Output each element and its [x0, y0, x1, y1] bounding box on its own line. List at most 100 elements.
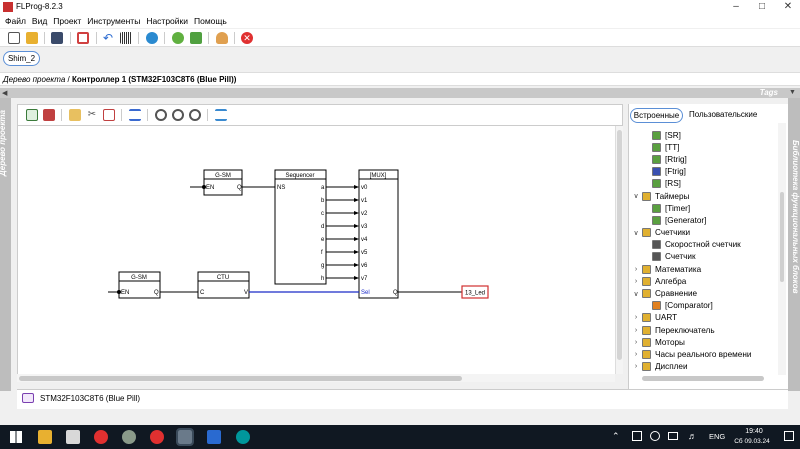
menu-tools[interactable]: Инструменты	[87, 16, 141, 26]
yandex-browser-icon[interactable]	[94, 430, 108, 444]
diagram-canvas[interactable]: G-SM EN Q G-SM EN Q CTU C V Sequencer NS…	[17, 126, 615, 374]
library-item[interactable]: [RS]	[632, 178, 778, 190]
sequencer-title: Sequencer	[285, 173, 314, 179]
folder-icon	[642, 191, 651, 201]
start-icon[interactable]	[10, 431, 22, 443]
calculator-icon[interactable]	[66, 430, 80, 444]
menu-help[interactable]: Помощь	[194, 16, 227, 26]
save-icon[interactable]	[51, 32, 63, 44]
menu-settings[interactable]: Настройки	[146, 16, 188, 26]
library-item[interactable]: ›Дисплеи	[632, 361, 778, 373]
arduino-icon[interactable]	[236, 430, 250, 444]
chevron-right-icon[interactable]: ›	[634, 265, 638, 273]
chevron-right-icon[interactable]: ›	[634, 338, 638, 346]
network-icon[interactable]	[668, 432, 678, 440]
board-icon[interactable]	[77, 32, 89, 44]
connect-icon[interactable]	[129, 109, 141, 121]
zoom-in-icon[interactable]	[172, 109, 184, 121]
chevron-right-icon[interactable]: ›	[634, 326, 638, 334]
notifications-icon[interactable]	[784, 431, 794, 441]
library-item[interactable]: ∨Сравнение	[632, 287, 778, 299]
grid-icon[interactable]	[120, 32, 132, 44]
tab-user[interactable]: Пользовательские	[689, 110, 758, 119]
zoom-out-icon[interactable]	[155, 109, 167, 121]
compile-icon[interactable]	[146, 32, 158, 44]
chevron-down-icon[interactable]: ∨	[633, 193, 639, 201]
app-icon[interactable]	[122, 430, 136, 444]
library-item[interactable]: [Comparator]	[632, 300, 778, 312]
clock-time[interactable]: 19:40	[745, 428, 763, 435]
new-file-icon[interactable]	[8, 32, 20, 44]
right-collapse-icon[interactable]: ▼	[789, 89, 796, 96]
left-collapse-icon[interactable]: ◀	[2, 90, 8, 97]
yandex-browser-icon-2[interactable]	[150, 430, 164, 444]
chevron-right-icon[interactable]: ›	[634, 314, 638, 322]
flprog-icon[interactable]	[176, 428, 194, 446]
tags-panel-label[interactable]: Tags	[759, 88, 778, 97]
library-item[interactable]: ›UART	[632, 312, 778, 324]
library-item[interactable]: ›Алгебра	[632, 275, 778, 287]
library-rail[interactable]	[788, 98, 800, 391]
library-item[interactable]: ∨Счетчики	[632, 227, 778, 239]
library-item[interactable]: Скоростной счетчик	[632, 239, 778, 251]
library-item[interactable]: ›Математика	[632, 263, 778, 275]
chevron-right-icon[interactable]: ›	[634, 363, 638, 371]
library-item[interactable]: [Ftrig]	[632, 166, 778, 178]
volume-icon[interactable]: ♬	[688, 431, 697, 441]
library-scroll-thumb[interactable]	[780, 192, 784, 282]
chevron-right-icon[interactable]: ›	[634, 277, 638, 285]
breadcrumb-root[interactable]: Дерево проекта	[3, 75, 66, 84]
zoom-reset-icon[interactable]	[189, 109, 201, 121]
chevron-right-icon[interactable]: ›	[634, 350, 638, 358]
library-item[interactable]: [SR]	[632, 129, 778, 141]
clear-icon[interactable]	[103, 109, 115, 121]
library-item[interactable]: › Моторы	[632, 336, 778, 348]
chevron-down-icon[interactable]: ∨	[633, 290, 639, 298]
minimize-button[interactable]: –	[733, 1, 739, 12]
maximize-button[interactable]: □	[758, 1, 766, 12]
library-item[interactable]: ∨Таймеры	[632, 190, 778, 202]
open-folder-icon[interactable]	[26, 32, 38, 44]
tray-icon[interactable]	[632, 431, 642, 441]
prg-icon[interactable]	[207, 430, 221, 444]
language-indicator[interactable]: ENG	[709, 432, 726, 441]
upload-icon[interactable]	[190, 32, 202, 44]
mux-in-7: v7	[361, 276, 368, 282]
menu-view[interactable]: Вид	[31, 16, 48, 26]
undo-icon[interactable]: ↶	[103, 31, 114, 45]
sequencer-mux-wires	[326, 185, 359, 280]
project-tab[interactable]: Shim_2	[3, 51, 40, 66]
cut-icon[interactable]: ✂	[87, 109, 97, 120]
library-item[interactable]: [TT]	[632, 141, 778, 153]
people-icon[interactable]: ⌃	[612, 431, 620, 441]
library-item[interactable]: ›Переключатель	[632, 324, 778, 336]
tray-icon-2[interactable]	[650, 431, 660, 441]
menu-project[interactable]: Проект	[53, 16, 82, 26]
close-button[interactable]: ✕	[783, 1, 793, 12]
sequencer-block	[274, 169, 327, 285]
library-item-label: Моторы	[655, 337, 685, 347]
project-tree-rail[interactable]	[0, 98, 11, 391]
explorer-icon[interactable]	[38, 430, 52, 444]
align-icon[interactable]	[215, 109, 227, 121]
library-item-label: [Generator]	[665, 215, 707, 225]
canvas-horizontal-thumb[interactable]	[19, 376, 462, 381]
library-horizontal-thumb[interactable]	[642, 376, 764, 381]
paste-icon[interactable]	[69, 109, 81, 121]
add-block-icon[interactable]	[26, 109, 38, 121]
library-item[interactable]: [Timer]	[632, 202, 778, 214]
delete-block-icon[interactable]	[43, 109, 55, 121]
library-item[interactable]: [Rtrig]	[632, 153, 778, 165]
tab-builtin[interactable]: Встроенные	[630, 108, 683, 123]
check-icon[interactable]	[172, 32, 184, 44]
chevron-down-icon[interactable]: ∨	[633, 229, 639, 237]
clock-date[interactable]: Сб 09.03.24	[734, 438, 770, 445]
toolbar-separator	[147, 109, 148, 121]
library-item[interactable]: Счетчик	[632, 251, 778, 263]
menu-file[interactable]: Файл	[5, 16, 26, 26]
library-item[interactable]: ›Часы реального времени	[632, 348, 778, 360]
canvas-vertical-thumb[interactable]	[617, 130, 622, 360]
bulb-icon[interactable]	[216, 32, 228, 44]
stop-icon[interactable]: ✕	[241, 32, 253, 44]
library-item[interactable]: [Generator]	[632, 214, 778, 226]
